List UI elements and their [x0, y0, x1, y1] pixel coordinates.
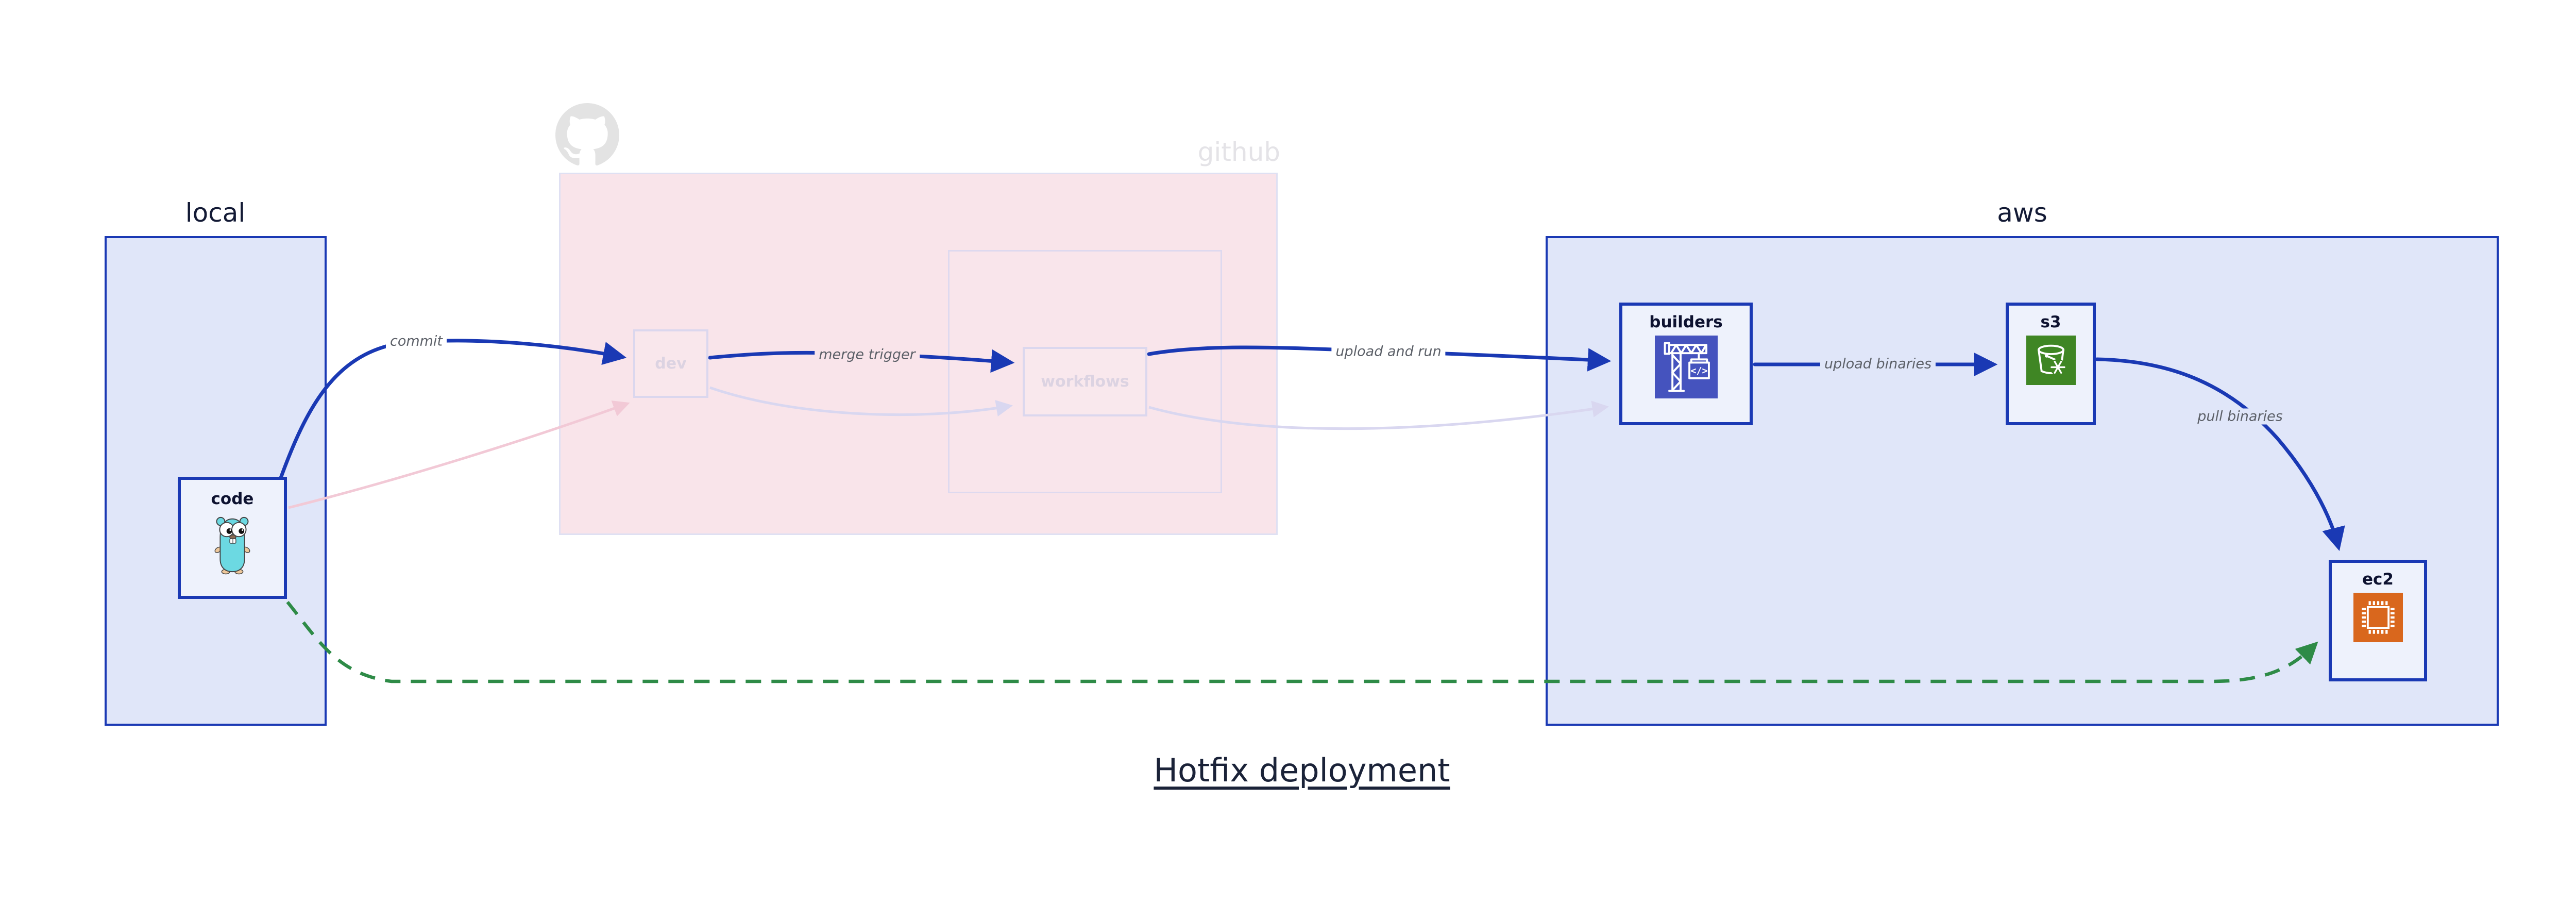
- edge-dev-workflows-faded: [710, 388, 1009, 415]
- edge-label-commit: commit: [386, 333, 447, 349]
- codebuild-crane-icon: </>: [1655, 336, 1718, 400]
- node-workflows: workflows: [1023, 347, 1147, 416]
- node-builders-label: builders: [1649, 314, 1722, 330]
- edge-label-pull-binaries: pull binaries: [2193, 409, 2286, 425]
- node-dev-branch: dev: [633, 329, 708, 398]
- edge-hotfix-bypass: [287, 602, 2314, 681]
- node-workflows-label: workflows: [1041, 374, 1129, 390]
- edge-label-upload-and-run: upload and run: [1331, 344, 1445, 360]
- svg-text:</>: </>: [1690, 365, 1707, 376]
- node-ec2: ec2: [2329, 560, 2427, 681]
- ec2-chip-icon: [2353, 593, 2403, 644]
- edge-label-merge-trigger: merge trigger: [815, 347, 920, 363]
- edge-commit: [281, 341, 621, 478]
- diagram-title: Hotfix deployment: [0, 751, 2576, 789]
- edge-label-upload-binaries: upload binaries: [1820, 356, 1936, 372]
- node-dev-label: dev: [655, 356, 686, 372]
- edge-workflows-builders-faded: [1149, 407, 1605, 429]
- node-code-label: code: [211, 491, 254, 507]
- edge-code-dev-faded: [289, 404, 626, 508]
- go-gopher-icon: [206, 512, 259, 577]
- node-builders: builders </>: [1619, 303, 1753, 425]
- node-s3-label: s3: [2040, 314, 2061, 330]
- node-s3: s3: [2006, 303, 2096, 425]
- edge-pull-binaries: [2097, 359, 2338, 545]
- node-code: code: [178, 477, 287, 599]
- s3-bucket-snowflake-icon: [2026, 336, 2076, 387]
- node-ec2-label: ec2: [2362, 572, 2394, 588]
